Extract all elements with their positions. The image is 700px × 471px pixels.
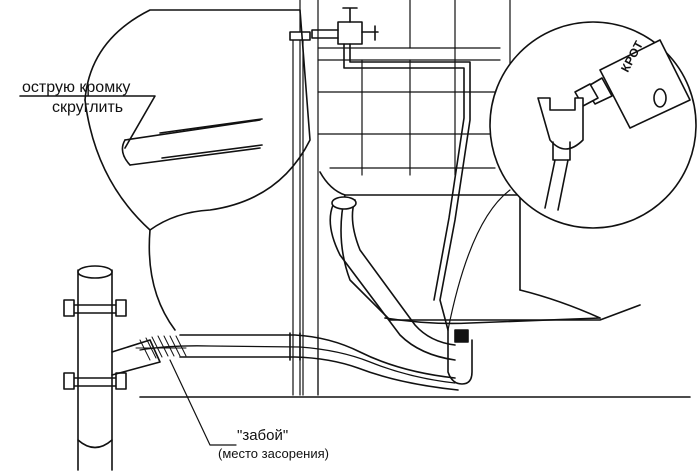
label-round-off: скруглить bbox=[52, 99, 124, 116]
label-blockage: "забой" bbox=[237, 427, 289, 444]
drain-trap bbox=[447, 329, 473, 385]
blockage-hatching bbox=[135, 335, 187, 361]
drain-pipe bbox=[179, 332, 459, 396]
cleaning-cable bbox=[139, 345, 456, 384]
edge-detail-bubble bbox=[19, 9, 311, 331]
label-blockage-place: (место засорения) bbox=[218, 446, 329, 461]
label-sharp-edge: острую кромку bbox=[22, 79, 131, 96]
overflow-pipe bbox=[329, 196, 456, 361]
tiled-wall bbox=[299, 0, 511, 396]
bottle-detail-bubble bbox=[447, 21, 697, 331]
blockage-leader bbox=[169, 359, 237, 446]
riser-pipe bbox=[63, 265, 161, 471]
